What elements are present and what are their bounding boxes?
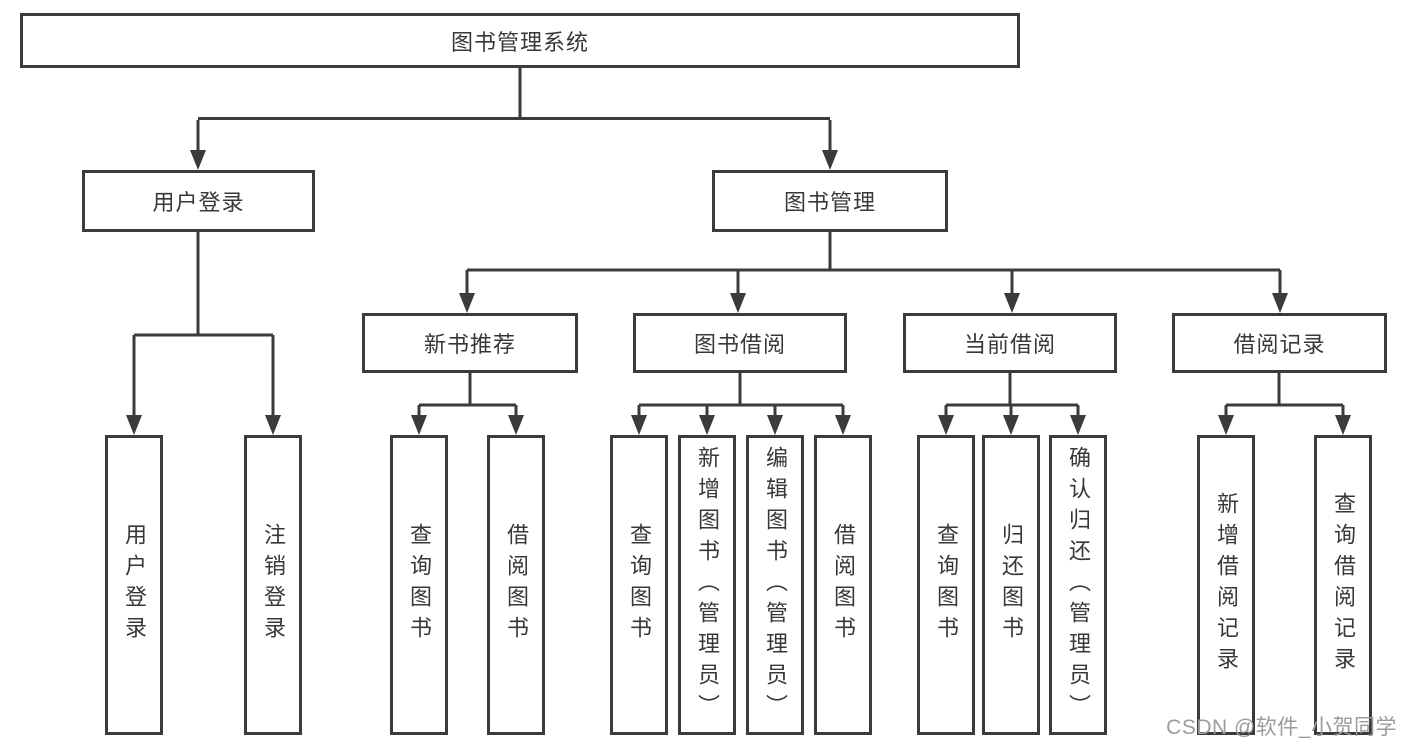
- node-label: 用户登录: [152, 190, 245, 215]
- leaf-query-books: 查询图书: [610, 435, 668, 735]
- leaf-label: 新增借阅记录: [1214, 492, 1239, 678]
- leaf-label: 编辑图书（管理员）: [763, 445, 788, 725]
- leaf-edit-book-admin: 编辑图书（管理员）: [746, 435, 804, 735]
- node-label: 图书管理: [783, 190, 876, 215]
- leaf-label: 查询借阅记录: [1331, 492, 1356, 678]
- csdn-watermark: CSDN @软件_小贺同学: [1166, 716, 1397, 739]
- leaf-label: 借阅图书: [831, 523, 856, 647]
- leaf-label: 归还图书: [999, 523, 1024, 647]
- leaf-label: 查询图书: [407, 523, 432, 647]
- node-user-login: 用户登录: [82, 170, 315, 232]
- leaf-query-books: 查询图书: [917, 435, 975, 735]
- leaf-confirm-return-admin: 确认归还（管理员）: [1049, 435, 1107, 735]
- leaf-logout: 注销登录: [244, 435, 302, 735]
- node-label: 图书管理系统: [450, 29, 589, 55]
- leaf-query-borrow-record: 查询借阅记录: [1314, 435, 1372, 735]
- leaf-query-books: 查询图书: [390, 435, 448, 735]
- node-new-book-recommend: 新书推荐: [362, 313, 578, 373]
- leaf-user-login: 用户登录: [105, 435, 163, 735]
- node-book-management: 图书管理: [712, 170, 948, 232]
- leaf-borrow-book: 借阅图书: [814, 435, 872, 735]
- leaf-label: 注销登录: [261, 523, 286, 647]
- node-label: 当前借阅: [963, 332, 1056, 357]
- leaf-return-book: 归还图书: [982, 435, 1040, 735]
- node-label: 图书借阅: [693, 332, 786, 357]
- leaf-label: 用户登录: [122, 523, 147, 647]
- leaf-borrow-book: 借阅图书: [487, 435, 545, 735]
- leaf-add-book-admin: 新增图书（管理员）: [678, 435, 736, 735]
- leaf-label: 新增图书（管理员）: [695, 445, 720, 725]
- node-book-borrow: 图书借阅: [633, 313, 847, 373]
- node-label: 借阅记录: [1233, 332, 1326, 357]
- node-library-system: 图书管理系统: [20, 13, 1020, 68]
- arrowhead-group: [126, 150, 1351, 435]
- leaf-add-borrow-record: 新增借阅记录: [1197, 435, 1255, 735]
- leaf-label: 借阅图书: [504, 523, 529, 647]
- node-current-borrow: 当前借阅: [903, 313, 1117, 373]
- leaf-label: 确认归还（管理员）: [1066, 445, 1091, 725]
- leaf-label: 查询图书: [627, 523, 652, 647]
- node-label: 新书推荐: [423, 332, 516, 357]
- leaf-label: 查询图书: [934, 523, 959, 647]
- node-borrow-record: 借阅记录: [1172, 313, 1387, 373]
